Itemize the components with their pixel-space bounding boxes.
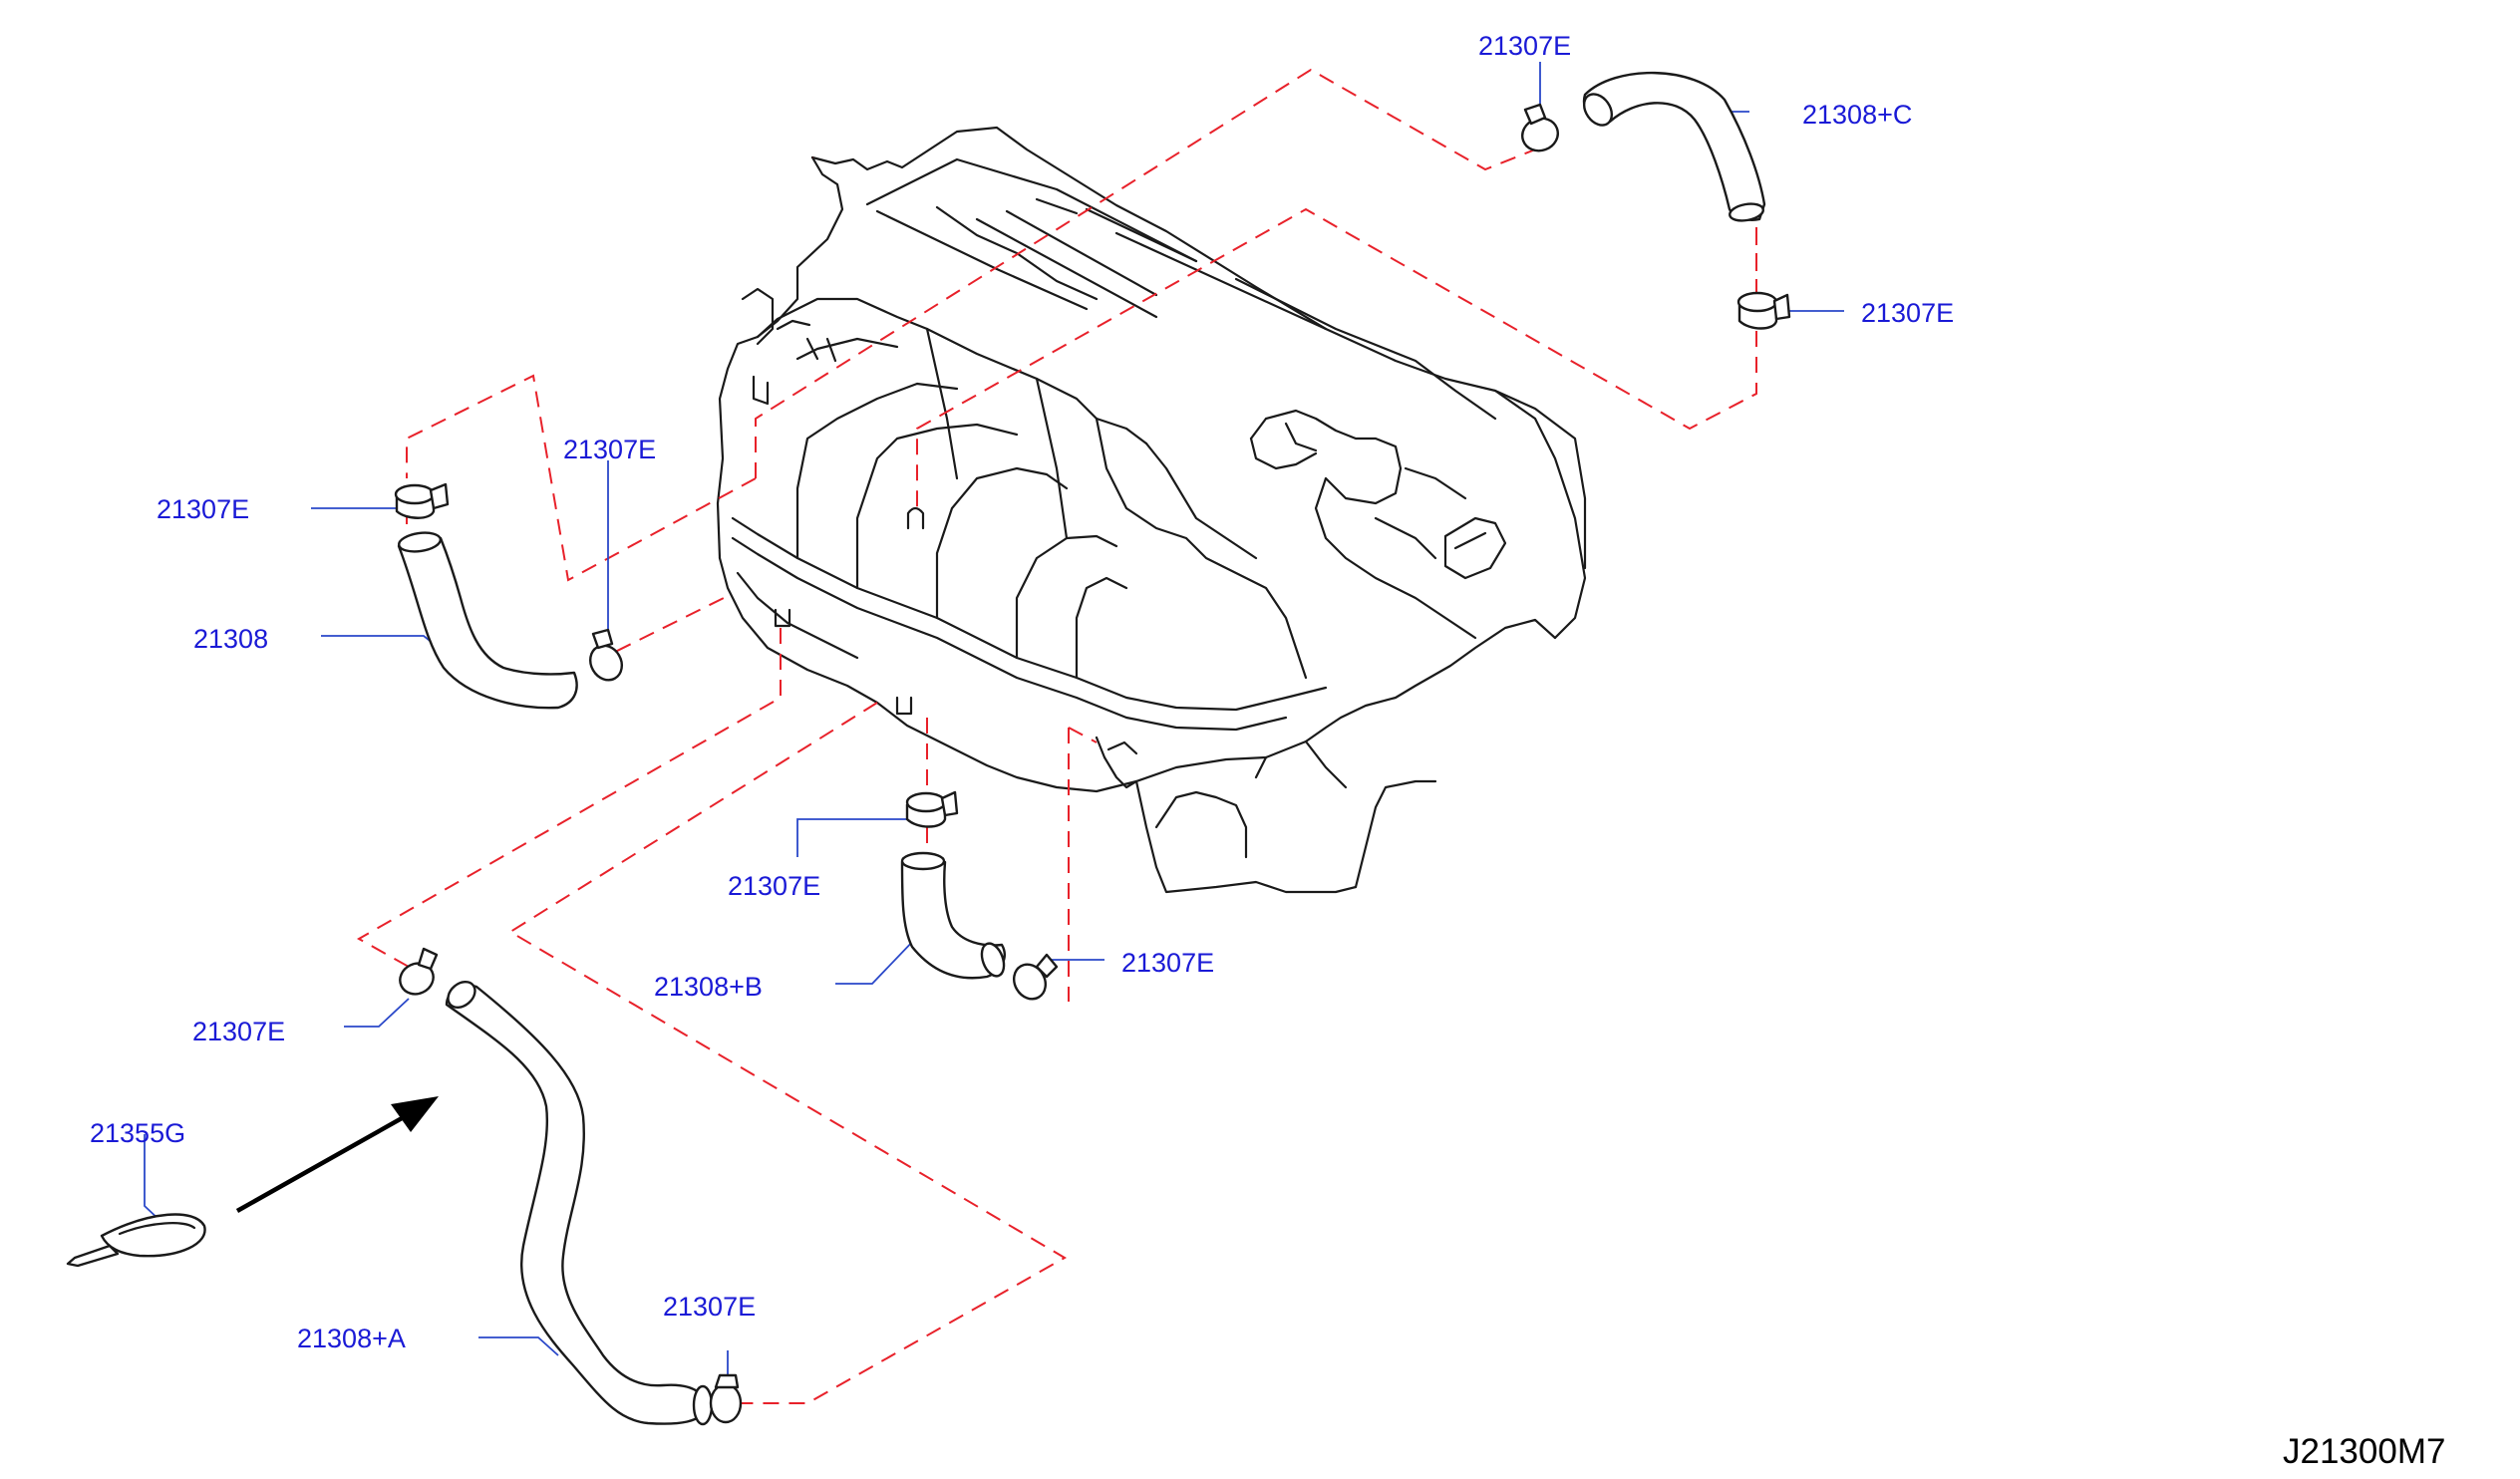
callout-21308-b: 21308+B xyxy=(654,972,763,1002)
callout-21307e-right: 21307E xyxy=(1861,298,1954,328)
callout-21355g: 21355G xyxy=(90,1118,185,1148)
diagram-reference-code: J21300M7 xyxy=(2283,1432,2445,1471)
hose-clamp-c10-icon xyxy=(1012,953,1059,1001)
cable-tie-icon xyxy=(66,1213,206,1268)
leader-lines xyxy=(144,62,1844,1385)
callout-21308-c: 21308+C xyxy=(1802,100,1912,130)
callout-21307e-lower-left: 21307E xyxy=(192,1017,285,1046)
hose-clamp-c8-icon xyxy=(905,790,959,828)
callout-21307e-center: 21307E xyxy=(728,871,820,901)
callout-21308: 21308 xyxy=(193,624,268,654)
hose-21308-icon xyxy=(397,531,578,710)
hose-21308-a-icon xyxy=(445,980,714,1426)
callout-21307e-left: 21307E xyxy=(157,494,249,524)
callout-21307e-top: 21307E xyxy=(1478,31,1571,61)
hose-clamp-c3-icon xyxy=(1736,291,1791,330)
callout-21307e-bottom: 21307E xyxy=(663,1292,756,1322)
engine-block-icon xyxy=(716,126,1587,894)
hose-clamp-c5-icon xyxy=(588,628,624,682)
hose-21308-c-icon xyxy=(1582,71,1766,222)
direction-arrow-icon xyxy=(235,1096,439,1213)
hose-clamp-c4-icon xyxy=(394,482,450,519)
hose-clamp-c1-icon xyxy=(1521,103,1559,152)
callout-21308-a: 21308+A xyxy=(297,1324,406,1353)
callout-21307e-mid-left: 21307E xyxy=(563,435,656,464)
callout-21307e-b-right: 21307E xyxy=(1121,948,1214,978)
hose-clamp-c12-icon xyxy=(399,947,439,996)
hose-21308-b-icon xyxy=(900,851,1006,980)
hose-clamp-c13-icon xyxy=(709,1373,743,1424)
